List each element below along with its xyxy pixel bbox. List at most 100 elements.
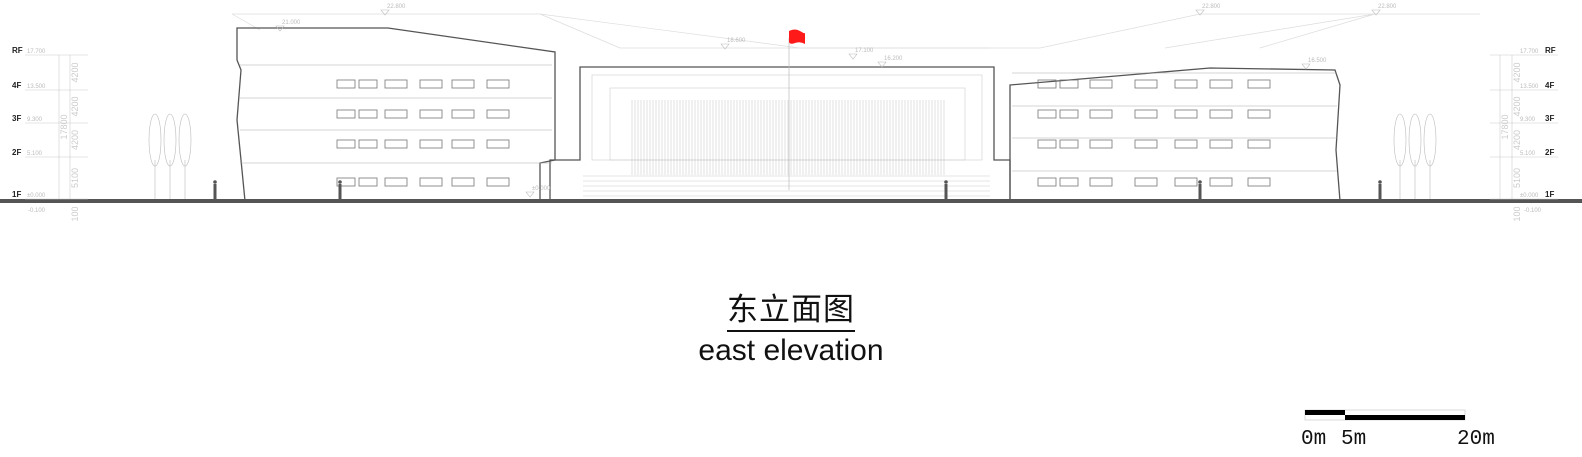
left-wing-outline — [236, 27, 556, 202]
window — [1134, 109, 1158, 119]
level-name: 1F — [12, 190, 21, 199]
window — [358, 109, 378, 119]
level-name: 2F — [12, 148, 21, 157]
tree-icon — [1393, 113, 1407, 167]
elevation-mark-label: 16.200 — [884, 56, 903, 62]
window — [384, 109, 408, 119]
hall-curtain-wall — [609, 87, 966, 161]
window — [384, 177, 408, 187]
scale-bar — [1304, 409, 1466, 421]
window — [336, 177, 356, 187]
person-head — [338, 180, 342, 184]
floor-dimension: 4200 — [1512, 62, 1522, 82]
level-elevation: ±0.000 — [1520, 193, 1539, 199]
person-icon — [1378, 184, 1382, 199]
total-height: 17800 — [1500, 114, 1510, 139]
floor-dimension: 4200 — [70, 62, 80, 82]
window — [486, 79, 510, 89]
window — [419, 109, 443, 119]
window — [451, 79, 475, 89]
drawing-title-chinese: 东立面图 — [0, 284, 1582, 332]
window — [1059, 79, 1079, 89]
floor-dimension: 5100 — [70, 168, 80, 188]
flag-icon — [789, 29, 805, 44]
scale-label-5: 5m — [1341, 428, 1367, 451]
level-elevation: 9.300 — [27, 117, 43, 123]
level-name: 4F — [12, 81, 21, 90]
window — [1037, 109, 1057, 119]
floor-dimension: 4200 — [1512, 130, 1522, 150]
window — [1209, 139, 1233, 149]
window — [1037, 79, 1057, 89]
windows — [240, 64, 1337, 187]
elevation-mark-label: 22.800 — [1202, 4, 1221, 10]
person-icon — [213, 184, 217, 199]
flag — [788, 29, 805, 190]
level-markers-right: RF17.7004F13.5003F9.3002F5.1001F±0.000-0… — [1490, 46, 1558, 222]
level-name: 1F — [1545, 190, 1554, 199]
window — [1089, 79, 1113, 89]
window — [358, 177, 378, 187]
window — [451, 139, 475, 149]
window — [384, 139, 408, 149]
window — [1059, 109, 1079, 119]
window — [486, 177, 510, 187]
window — [1209, 177, 1233, 187]
building-outlines — [236, 27, 1341, 202]
window — [1247, 79, 1271, 89]
elevation-mark-icon — [1371, 9, 1381, 16]
level-name: RF — [1545, 46, 1556, 55]
scale-segment-0-5 — [1305, 410, 1345, 415]
level-name: 3F — [12, 114, 21, 123]
level-name: RF — [12, 46, 23, 55]
scale-label-20: 20m — [1457, 428, 1495, 451]
window — [358, 139, 378, 149]
base-dimension: 100 — [70, 206, 80, 221]
person-icon — [1198, 184, 1202, 199]
window — [419, 79, 443, 89]
window — [419, 139, 443, 149]
floor-dimension: 4200 — [70, 96, 80, 116]
floor-dimension: 5100 — [1512, 168, 1522, 188]
tree-icon — [1423, 113, 1437, 167]
elevation-mark-icon — [1301, 63, 1311, 70]
floor-dimension: 4200 — [1512, 96, 1522, 116]
elevation-mark-label: 18.600 — [727, 38, 746, 44]
window — [1134, 177, 1158, 187]
level-elevation: ±0.000 — [27, 193, 46, 199]
person-icon — [338, 184, 342, 199]
person-head — [213, 180, 217, 184]
elevation-mark-icon — [720, 43, 730, 50]
window — [1209, 79, 1233, 89]
level-elevation: 5.100 — [27, 151, 43, 157]
level-name: 2F — [1545, 148, 1554, 157]
elevation-mark-label: 21.000 — [282, 20, 301, 26]
window — [1247, 177, 1271, 187]
elevation-mark-icon — [1195, 9, 1205, 16]
window — [1247, 139, 1271, 149]
window — [1247, 109, 1271, 119]
elevation-mark-icon — [525, 191, 535, 198]
level-elevation: 17.700 — [27, 49, 46, 55]
tree-icon — [148, 113, 162, 167]
window — [1089, 139, 1113, 149]
ground-line — [0, 199, 1582, 203]
window — [336, 109, 356, 119]
window — [1174, 109, 1198, 119]
window — [1134, 79, 1158, 89]
window — [1174, 139, 1198, 149]
person-head — [944, 180, 948, 184]
window — [1037, 177, 1057, 187]
tree-icon — [1408, 113, 1422, 167]
person-icon — [944, 184, 948, 199]
center-hall-facade — [583, 74, 990, 197]
window — [1037, 139, 1057, 149]
floor-dimension: 4200 — [70, 130, 80, 150]
window — [451, 109, 475, 119]
window — [1209, 109, 1233, 119]
level-elevation: 17.700 — [1520, 49, 1539, 55]
window — [451, 177, 475, 187]
trees — [148, 113, 1437, 199]
